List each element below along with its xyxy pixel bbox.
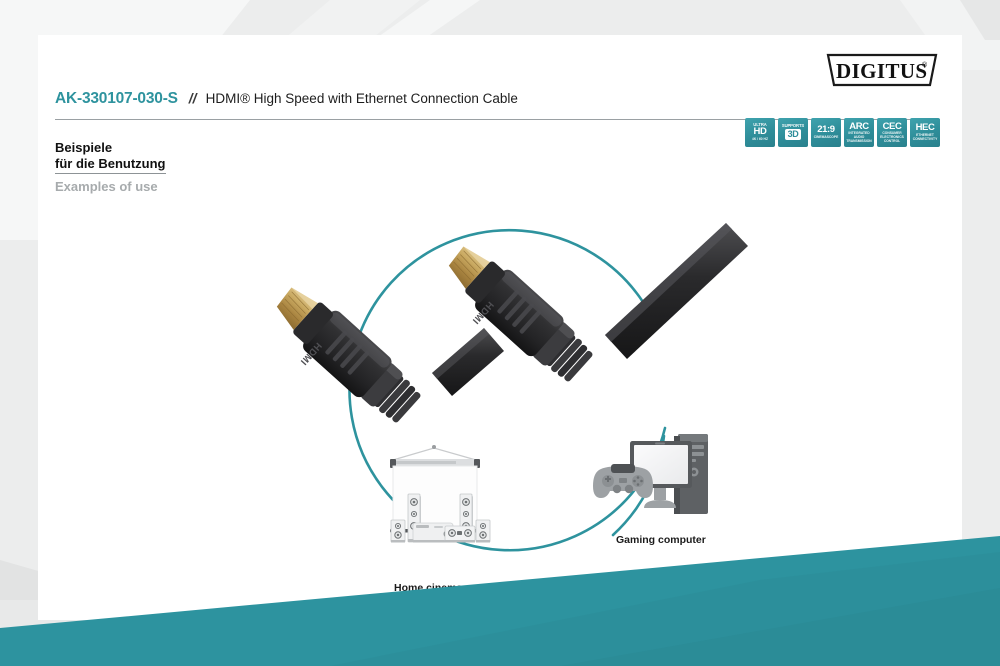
section-heading-de: Beispiele für die Benutzung (55, 140, 166, 175)
badge-sub-21-9: Cinemascope (813, 134, 839, 139)
content-card: DIGITUS ® AK-330107-030-S // HDMI® High … (38, 35, 962, 620)
digitus-logo: DIGITUS ® (826, 53, 938, 87)
badge-main-hec: HEC (915, 122, 935, 134)
digitus-logo-text: DIGITUS (836, 59, 928, 83)
hdmi-connector-right: HDMI (448, 246, 593, 382)
badge-cec: CEC Consumer Electronics Control (877, 118, 907, 147)
section-heading-de-line1: Beispiele (55, 140, 113, 155)
badge-sub-hec: Ethernet connectivity (912, 132, 938, 141)
badge-sub-arc: Integrated audio transmission (846, 131, 872, 143)
article-number: AK-330107-030-S (55, 90, 178, 107)
feature-badge-row: ULTRA HD 4K / 60 Hz supports 3D 21:9 Cin… (745, 118, 940, 147)
digitus-logo-svg: DIGITUS ® (826, 53, 938, 87)
gaming-computer-graphic (593, 434, 708, 514)
badge-hec: HEC Ethernet connectivity (910, 118, 940, 147)
page-title: HDMI® High Speed with Ethernet Connectio… (205, 91, 518, 106)
badge-main-arc: ARC (849, 120, 869, 132)
badge-21-9: 21:9 Cinemascope (811, 118, 841, 147)
badge-arc: ARC Integrated audio transmission (844, 118, 874, 147)
badge-top-3d: supports (781, 124, 805, 129)
badge-sub-ultra-hd: 4K / 60 Hz (752, 136, 768, 141)
badge-sub-cec: Consumer Electronics Control (880, 131, 904, 143)
badge-3d: supports 3D (778, 118, 808, 147)
section-heading: Beispiele für die Benutzung Examples of … (55, 140, 245, 194)
badge-main-3d: 3D (785, 128, 801, 140)
registered-trademark-icon: ® (922, 61, 928, 69)
hdmi-cable-graphic: HDMI (276, 223, 748, 423)
badge-ultra-hd: ULTRA HD 4K / 60 Hz (745, 118, 775, 147)
home-cinema-graphic (390, 445, 491, 543)
badge-main-ultra-hd: HD (753, 126, 767, 138)
caption-gaming-computer: Gaming computer (616, 534, 706, 546)
section-heading-de-line2: für die Benutzung (55, 155, 166, 171)
caption-home-cinema: Home cinema (394, 582, 463, 594)
title-separator: // (188, 90, 197, 106)
badge-main-cec: CEC (882, 120, 902, 132)
badge-main-21-9: 21:9 (817, 124, 835, 136)
product-title-row: AK-330107-030-S // HDMI® High Speed with… (55, 90, 940, 120)
hdmi-connector-left: HDMI (276, 287, 421, 423)
section-heading-en: Examples of use (55, 179, 158, 195)
badge-top-ultra-hd: ULTRA (753, 123, 767, 128)
usage-illustration: HDMI (248, 160, 768, 605)
